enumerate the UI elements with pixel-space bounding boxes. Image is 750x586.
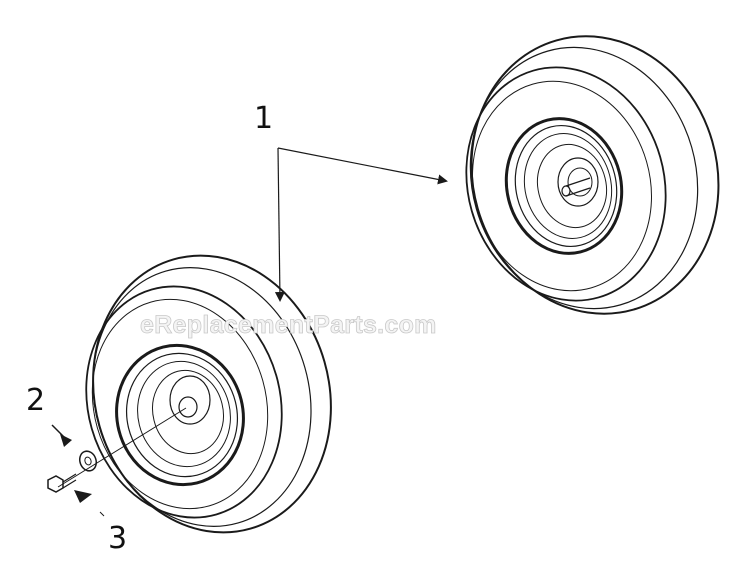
bolt: [47, 473, 77, 493]
watermark: eReplacementParts.com: [140, 311, 437, 339]
callout-1: 1: [254, 101, 273, 136]
callout-2: 2: [26, 383, 45, 418]
arrow-3: [74, 490, 92, 503]
wheel-rear: [465, 35, 720, 315]
wheel-front: [85, 254, 332, 534]
callout-3: 3: [108, 521, 127, 556]
washer: [78, 450, 98, 472]
callout-leaders: [51, 147, 448, 517]
leader-1-rear: [277, 147, 448, 185]
arrow-2: [60, 434, 72, 447]
fasteners: [47, 407, 187, 493]
leader-1-front: [274, 147, 285, 302]
